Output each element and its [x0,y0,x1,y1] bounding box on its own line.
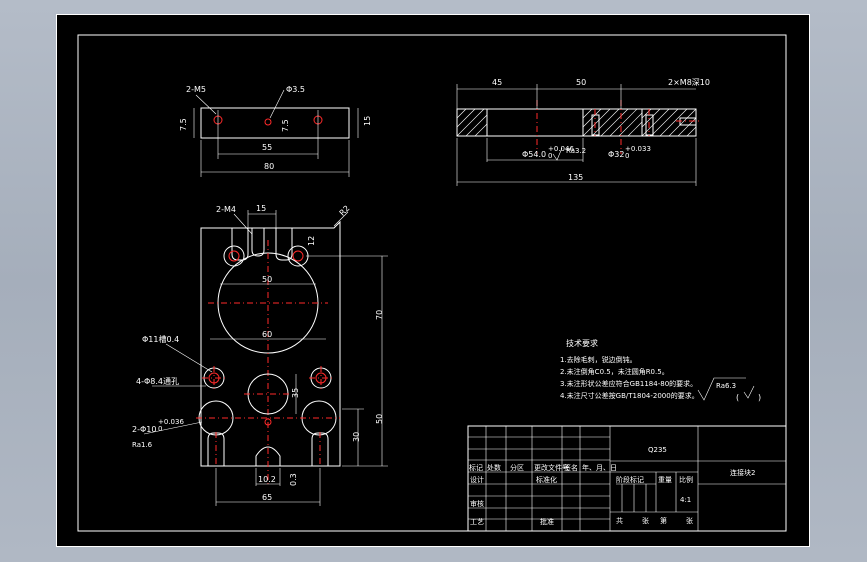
tb-sheet-of: 张 [642,516,649,525]
dim-60: 60 [262,330,272,339]
tb-date: 年、月、日 [582,463,617,472]
drawing-sheet: 2-M5 Φ3.5 7.5 7.5 15 55 80 [56,14,810,547]
bore-left-tol-low: 0 [548,152,552,160]
dim-top-right-h: 15 [363,116,372,126]
dim-0-3: 0.3 [289,473,298,486]
svg-text:(: ( [736,393,739,402]
label-ra: Ra1.6 [132,441,153,449]
section-view: 45 50 2×M8深10 Φ54.0 +0.046 0 Ra3.2 Φ32 +… [456,78,710,186]
notes-heading: 技术要求 [566,338,598,348]
inner-border [77,34,787,532]
label-top-bore: Φ3.5 [286,85,305,94]
tb-mark: 标记 [469,463,483,472]
section-outline [456,108,697,137]
note-1: 1.去除毛刺，锐边倒钝。 [560,355,637,364]
tb-sign: 签名 [564,463,578,472]
dim-top-mid-h: 7.5 [281,119,290,132]
front-view: 2-M4 15 R2 12 50 70 60 35 50 30 Φ11槽0.4 … [132,204,388,506]
dim-50b: 50 [375,414,384,424]
bore-right-tol-low: 0 [625,152,629,160]
dim-chamfer: R2 [338,204,352,218]
dim-12: 12 [307,236,316,246]
label-top-holes: 2-M5 [186,85,206,94]
dim-30: 30 [352,432,361,442]
dim-section-left: 45 [492,78,502,87]
note-2: 2.未注倒角C0.5，未注圆角R0.5。 [560,367,669,376]
label-rough-left: Ra3.2 [566,147,586,155]
tb-standard: 标准化 [536,475,557,484]
tb-zone: 分区 [510,463,524,472]
dim-35: 35 [291,388,300,398]
dim-section-mid: 50 [576,78,586,87]
section-hatch-right [582,108,697,137]
title-block: Q235 连接块2 标记 处数 分区 更改文件号 签名 年、月、日 设计 标准化… [467,425,787,532]
dim-top-left-h: 7.5 [179,118,188,131]
dim-50: 50 [262,275,272,284]
hole-upper-left [223,245,245,267]
outer-border [56,14,810,547]
tb-scale-label: 比例 [679,475,693,484]
dim-top-width: 80 [264,162,274,171]
label-threads: 2×M8深10 [668,78,710,87]
label-m4: 2-M4 [216,205,236,214]
tb-stage: 阶段标记 [616,475,644,484]
label-hole-tol: Φ11槽0.4 [142,334,179,344]
top-hole-center [264,118,272,126]
tb-change-doc: 更改文件号 [534,463,569,472]
svg-text:): ) [758,393,761,402]
roughness-value: Ra6.3 [716,382,736,390]
tb-review: 审核 [470,499,484,508]
label-bore-left: Φ54.0 [522,150,546,159]
note-3: 3.未注形状公差应符合GB1184-80的要求。 [560,379,697,388]
dim-slot: 15 [256,204,266,213]
tb-count: 处数 [487,463,501,472]
note-4: 4.未注尺寸公差按GB/T1804-2000的要求。 [560,391,699,400]
tb-design: 设计 [470,475,484,484]
label-4holes: 4-Φ8.4通孔 [136,376,179,386]
top-view-outline [200,107,350,139]
bore-left-tol: +0.046 [548,145,574,153]
tb-process: 工艺 [470,518,484,526]
tb-sheet-end: 张 [686,516,693,525]
tb-approve: 批准 [540,517,554,526]
bore-right-tol: +0.033 [625,145,651,153]
section-hatch-left [456,108,488,137]
top-view: 2-M5 Φ3.5 7.5 7.5 15 55 80 [179,85,372,177]
technical-notes: 技术要求 1.去除毛刺，锐边倒钝。 2.未注倒角C0.5，未注圆角R0.5。 3… [560,338,761,402]
label-2holes: 2-Φ10 [132,425,156,434]
tb-material: Q235 [648,446,667,454]
tb-sheets: 共 [616,516,623,525]
front-outline [200,220,341,467]
cad-drawing: 2-M5 Φ3.5 7.5 7.5 15 55 80 [56,14,810,547]
dim-10-2: 10.2 [258,475,276,484]
tb-weight: 重量 [658,476,672,484]
label-2holes-tol: +0.036 [158,418,184,426]
tb-part-name: 连接块2 [730,468,755,477]
label-2holes-tol-low: 0 [158,425,162,433]
dim-top-hole-span: 55 [262,143,272,152]
roughness-symbol [697,377,746,401]
tb-sheet-num: 第 [660,516,667,525]
tb-scale-value: 4:1 [680,496,691,504]
dim-65: 65 [262,493,272,502]
dim-section-length: 135 [568,173,583,182]
label-bore-right: Φ32 [608,150,624,159]
dim-70: 70 [375,310,384,320]
